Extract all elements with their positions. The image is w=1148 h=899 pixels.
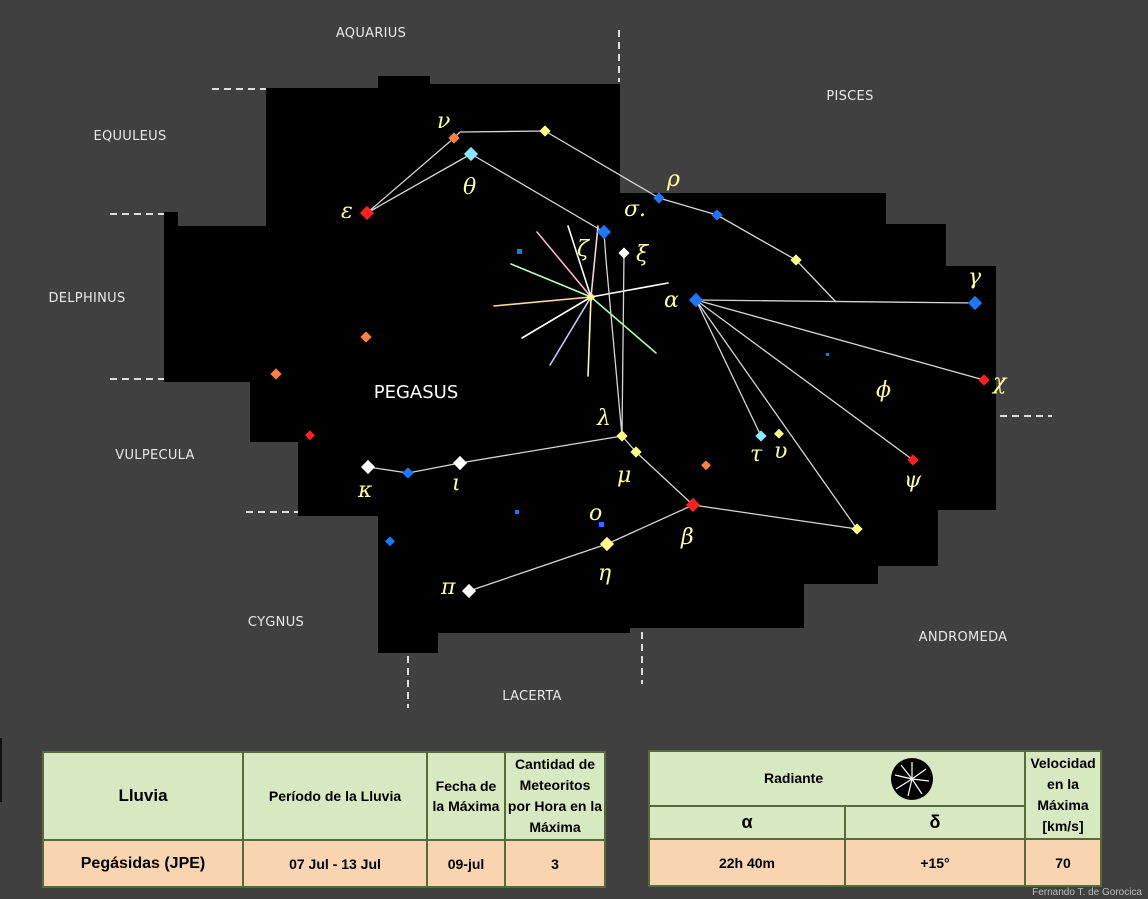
- credit-text: Fernando T. de Gorocica: [1032, 887, 1142, 898]
- value-peak-date: 09-jul: [426, 839, 506, 888]
- greek-xi: ξ: [636, 242, 650, 267]
- greek-lambda: λ: [596, 406, 611, 431]
- star-kappa: [360, 459, 376, 475]
- stars: [270, 125, 990, 599]
- header-shower: Lluvia: [42, 751, 244, 841]
- star-zeta: [596, 224, 612, 240]
- greek-eta: η: [598, 561, 611, 586]
- greek-mu: μ: [617, 463, 631, 488]
- star-mu: [630, 446, 642, 458]
- radiant-streaks: [493, 225, 669, 377]
- label-delphinus: DELPHINUS: [48, 291, 125, 306]
- boundary-dashes: [110, 30, 1052, 708]
- greek-epsilon: ε: [341, 199, 353, 224]
- header-radiant-cell: Radiante: [648, 749, 1026, 808]
- label-lacerta: LACERTA: [502, 689, 562, 704]
- star-nu: [448, 132, 460, 144]
- star-rho: [653, 192, 665, 204]
- edge-marker: [0, 738, 2, 802]
- star-unnamed-4: [402, 467, 414, 479]
- header-alpha: α: [648, 805, 846, 840]
- star-radiant: [586, 292, 596, 302]
- star-unnamed-5: [360, 331, 372, 343]
- star-psi: [907, 454, 919, 466]
- header-radiant: Radiante: [764, 770, 824, 786]
- star-pi: [461, 583, 477, 599]
- greek-upsilon: υ: [774, 439, 787, 464]
- greek-psi: ψ: [904, 468, 922, 493]
- star-epsilon: [359, 205, 375, 221]
- header-delta: δ: [844, 805, 1026, 840]
- star-sigma: [711, 209, 723, 221]
- radiant-table: Radiante Velocidad en la Máxima [km/s] α…: [648, 749, 1102, 887]
- header-peak-date: Fecha de la Máxima: [426, 751, 506, 841]
- star-xi: [618, 247, 630, 259]
- greek-alpha: α: [664, 288, 679, 313]
- star-unnamed-12: [826, 353, 829, 356]
- star-upsilon: [774, 428, 784, 439]
- star-gamma: [967, 295, 983, 311]
- shower-table: Lluvia Período de la Lluvia Fecha de la …: [42, 751, 606, 888]
- greek-gamma: γ: [968, 265, 982, 290]
- header-period: Período de la Lluvia: [242, 751, 428, 841]
- value-velocity: 70: [1024, 838, 1102, 887]
- greek-nu: ν: [437, 109, 450, 134]
- greek-zeta: ζ: [577, 237, 591, 262]
- star-unnamed-10: [517, 249, 522, 254]
- label-aquarius: AQUARIUS: [336, 26, 406, 41]
- value-delta: +15°: [844, 838, 1026, 887]
- label-pisces: PISCES: [826, 89, 873, 104]
- header-velocity: Velocidad en la Máxima [km/s]: [1024, 750, 1102, 840]
- greek-sigma: σ.: [624, 197, 646, 222]
- star-theta: [463, 146, 479, 162]
- greek-tau: τ: [750, 442, 763, 467]
- greek-theta: θ: [463, 175, 476, 200]
- value-period: 07 Jul - 13 Jul: [242, 839, 428, 888]
- star-tau: [755, 430, 767, 442]
- value-shower: Pegásidas (JPE): [42, 839, 244, 888]
- star-beta: [685, 497, 701, 513]
- star-chart: AQUARIUS PISCES EQUULEUS DELPHINUS VULPE…: [48, 26, 1052, 708]
- star-eta: [599, 536, 615, 552]
- label-andromeda: ANDROMEDA: [919, 630, 1008, 645]
- star-unnamed-2: [790, 254, 802, 266]
- star-unnamed-7: [305, 430, 315, 441]
- star-omicron: [599, 522, 604, 527]
- pegasus-region: [164, 76, 996, 653]
- greek-chi: χ: [991, 370, 1008, 395]
- greek-pi: π: [440, 575, 456, 600]
- radiant-icon: [891, 758, 933, 800]
- label-pegasus: PEGASUS: [374, 382, 459, 403]
- greek-iota: ι: [452, 471, 461, 496]
- greek-beta: β: [680, 525, 694, 550]
- greek-phi: ϕ: [876, 378, 891, 403]
- header-rate: Cantidad de Meteoritos por Hora en la Má…: [504, 751, 606, 841]
- star-unnamed-6: [270, 368, 282, 380]
- star-iota: [452, 455, 468, 471]
- label-vulpecula: VULPECULA: [115, 448, 194, 463]
- value-rate: 3: [504, 839, 606, 888]
- label-cygnus: CYGNUS: [248, 615, 304, 630]
- value-alpha: 22h 40m: [648, 838, 846, 887]
- greek-omicron: ο: [589, 501, 602, 526]
- greek-rho: ρ: [666, 167, 680, 192]
- star-unnamed-3: [851, 523, 863, 535]
- star-unnamed-11: [515, 510, 519, 514]
- star-alpha: [688, 292, 704, 308]
- label-equuleus: EQUULEUS: [93, 129, 166, 144]
- star-chi: [978, 374, 990, 386]
- star-lambda: [616, 430, 628, 442]
- greek-kappa: κ: [357, 478, 373, 503]
- star-unnamed-8: [701, 460, 711, 471]
- constellation-lines: [366, 130, 985, 592]
